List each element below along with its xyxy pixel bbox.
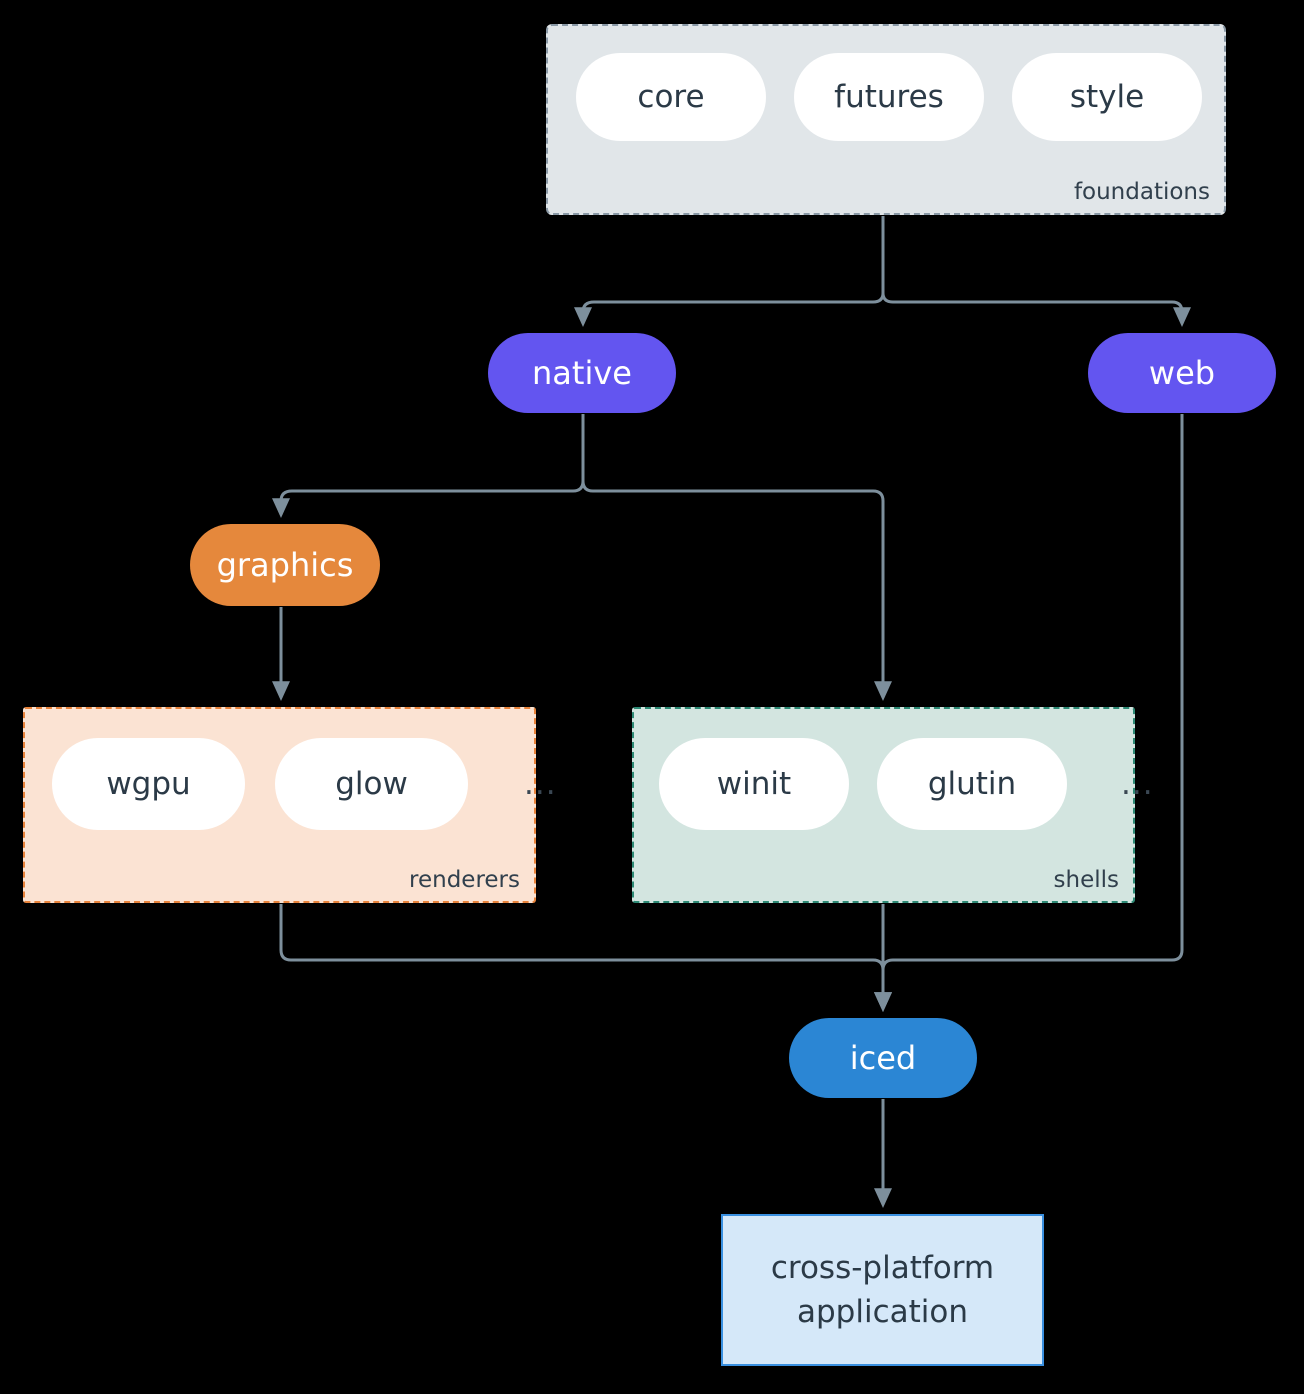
pill-glutin-label: glutin xyxy=(927,766,1017,802)
renderers-pill-row: wgpu glow ... xyxy=(52,738,557,830)
pill-glow[interactable]: glow xyxy=(275,738,468,830)
pill-style-label: style xyxy=(1069,79,1145,115)
group-foundations-label: foundations xyxy=(1073,179,1210,205)
group-renderers-label: renderers xyxy=(409,867,520,893)
edge-renderers-iced xyxy=(279,904,893,1013)
renderers-more-ellipsis: ... xyxy=(524,765,557,802)
pill-futures-label: futures xyxy=(834,79,944,115)
pill-style[interactable]: style xyxy=(1012,53,1202,141)
node-web[interactable]: web xyxy=(1088,333,1276,413)
pill-wgpu-label: wgpu xyxy=(106,766,191,802)
node-native-label: native xyxy=(532,354,632,392)
group-renderers: wgpu glow ... renderers xyxy=(23,707,556,903)
foundations-pill-row: core futures style xyxy=(576,53,1202,141)
shells-more-ellipsis: ... xyxy=(1121,765,1154,802)
pill-wgpu[interactable]: wgpu xyxy=(52,738,245,830)
edge-native-shells xyxy=(581,414,893,702)
node-web-label: web xyxy=(1148,354,1216,392)
node-graphics[interactable]: graphics xyxy=(190,524,380,606)
application-label-line2: application xyxy=(797,1294,968,1330)
group-shells-label: shells xyxy=(1053,867,1119,893)
edge-native-graphics xyxy=(272,414,585,519)
node-iced-label: iced xyxy=(849,1039,917,1077)
node-cross-platform-application[interactable]: cross-platform application xyxy=(721,1214,1044,1366)
application-label-line1: cross-platform xyxy=(770,1249,995,1286)
edge-foundations-native xyxy=(574,216,885,328)
pill-glow-label: glow xyxy=(335,766,408,802)
node-native[interactable]: native xyxy=(488,333,676,413)
group-foundations: core futures style foundations xyxy=(546,24,1226,215)
node-iced[interactable]: iced xyxy=(789,1018,977,1098)
group-shells: winit glutin ... shells xyxy=(632,707,1153,903)
pill-winit[interactable]: winit xyxy=(659,738,849,830)
edge-foundations-web xyxy=(881,216,1192,328)
shells-pill-row: winit glutin ... xyxy=(659,738,1154,830)
pill-winit-label: winit xyxy=(716,766,792,802)
node-graphics-label: graphics xyxy=(216,546,354,584)
pill-glutin[interactable]: glutin xyxy=(877,738,1067,830)
pill-core-label: core xyxy=(637,79,705,115)
pill-core[interactable]: core xyxy=(576,53,766,141)
pill-futures[interactable]: futures xyxy=(794,53,984,141)
